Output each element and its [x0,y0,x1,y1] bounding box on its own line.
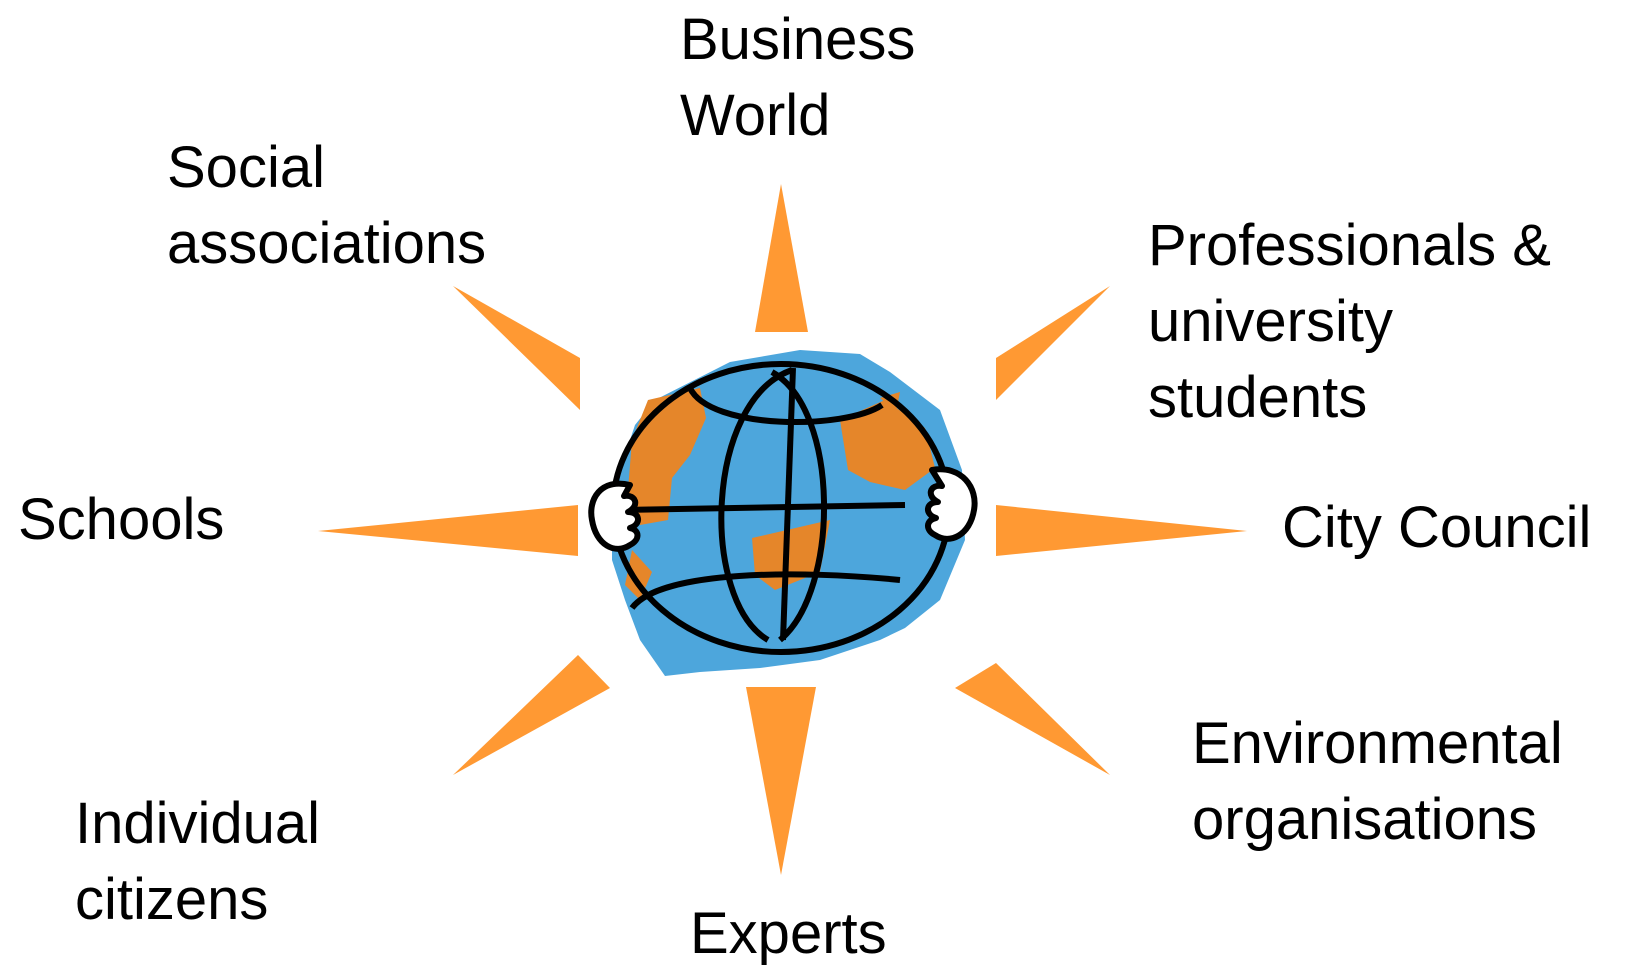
latitude-top [687,386,884,426]
label-line: Individual [75,791,321,856]
label-individual-citizens: Individual citizens [75,786,320,938]
label-experts: Experts [690,896,887,972]
ray-business [755,184,808,332]
label-line: Environmental [1192,711,1563,776]
right-hand [925,466,978,542]
label-line: World [680,83,831,148]
label-professionals-students: Professionals & university students [1148,208,1551,436]
label-line: associations [167,211,487,276]
label-line: students [1148,365,1368,430]
label-city-council: City Council [1282,490,1591,566]
ray-experts [746,687,816,875]
globe-with-hands-icon [588,350,978,676]
land-right-top [840,400,935,490]
label-line: university [1148,289,1393,354]
ray-social [453,286,580,410]
ray-city [996,505,1247,556]
ray-environmental [955,663,1110,775]
meridian-left [718,367,794,643]
left-hand [588,480,641,552]
ray-professionals [996,286,1110,400]
label-business-world: Business World [680,2,915,154]
label-line: citizens [75,867,269,932]
meridian-right [770,369,828,643]
meridian-center [780,367,796,641]
latitude-bottom [629,571,901,610]
label-social-associations: Social associations [167,130,486,282]
latitude-equator [619,502,906,513]
label-line: Social [167,135,325,200]
label-line: Schools [18,487,225,552]
label-schools: Schools [18,482,224,558]
label-line: organisations [1192,787,1537,852]
rays [318,184,1247,875]
label-environmental-organisations: Environmental organisations [1192,706,1563,858]
label-line: City Council [1282,495,1592,560]
ray-schools [318,505,578,556]
label-line: Business [680,7,916,72]
land-left-bottom [625,550,652,600]
label-line: Professionals & [1148,213,1551,278]
ray-individual [453,655,610,775]
label-line: Experts [690,901,887,966]
